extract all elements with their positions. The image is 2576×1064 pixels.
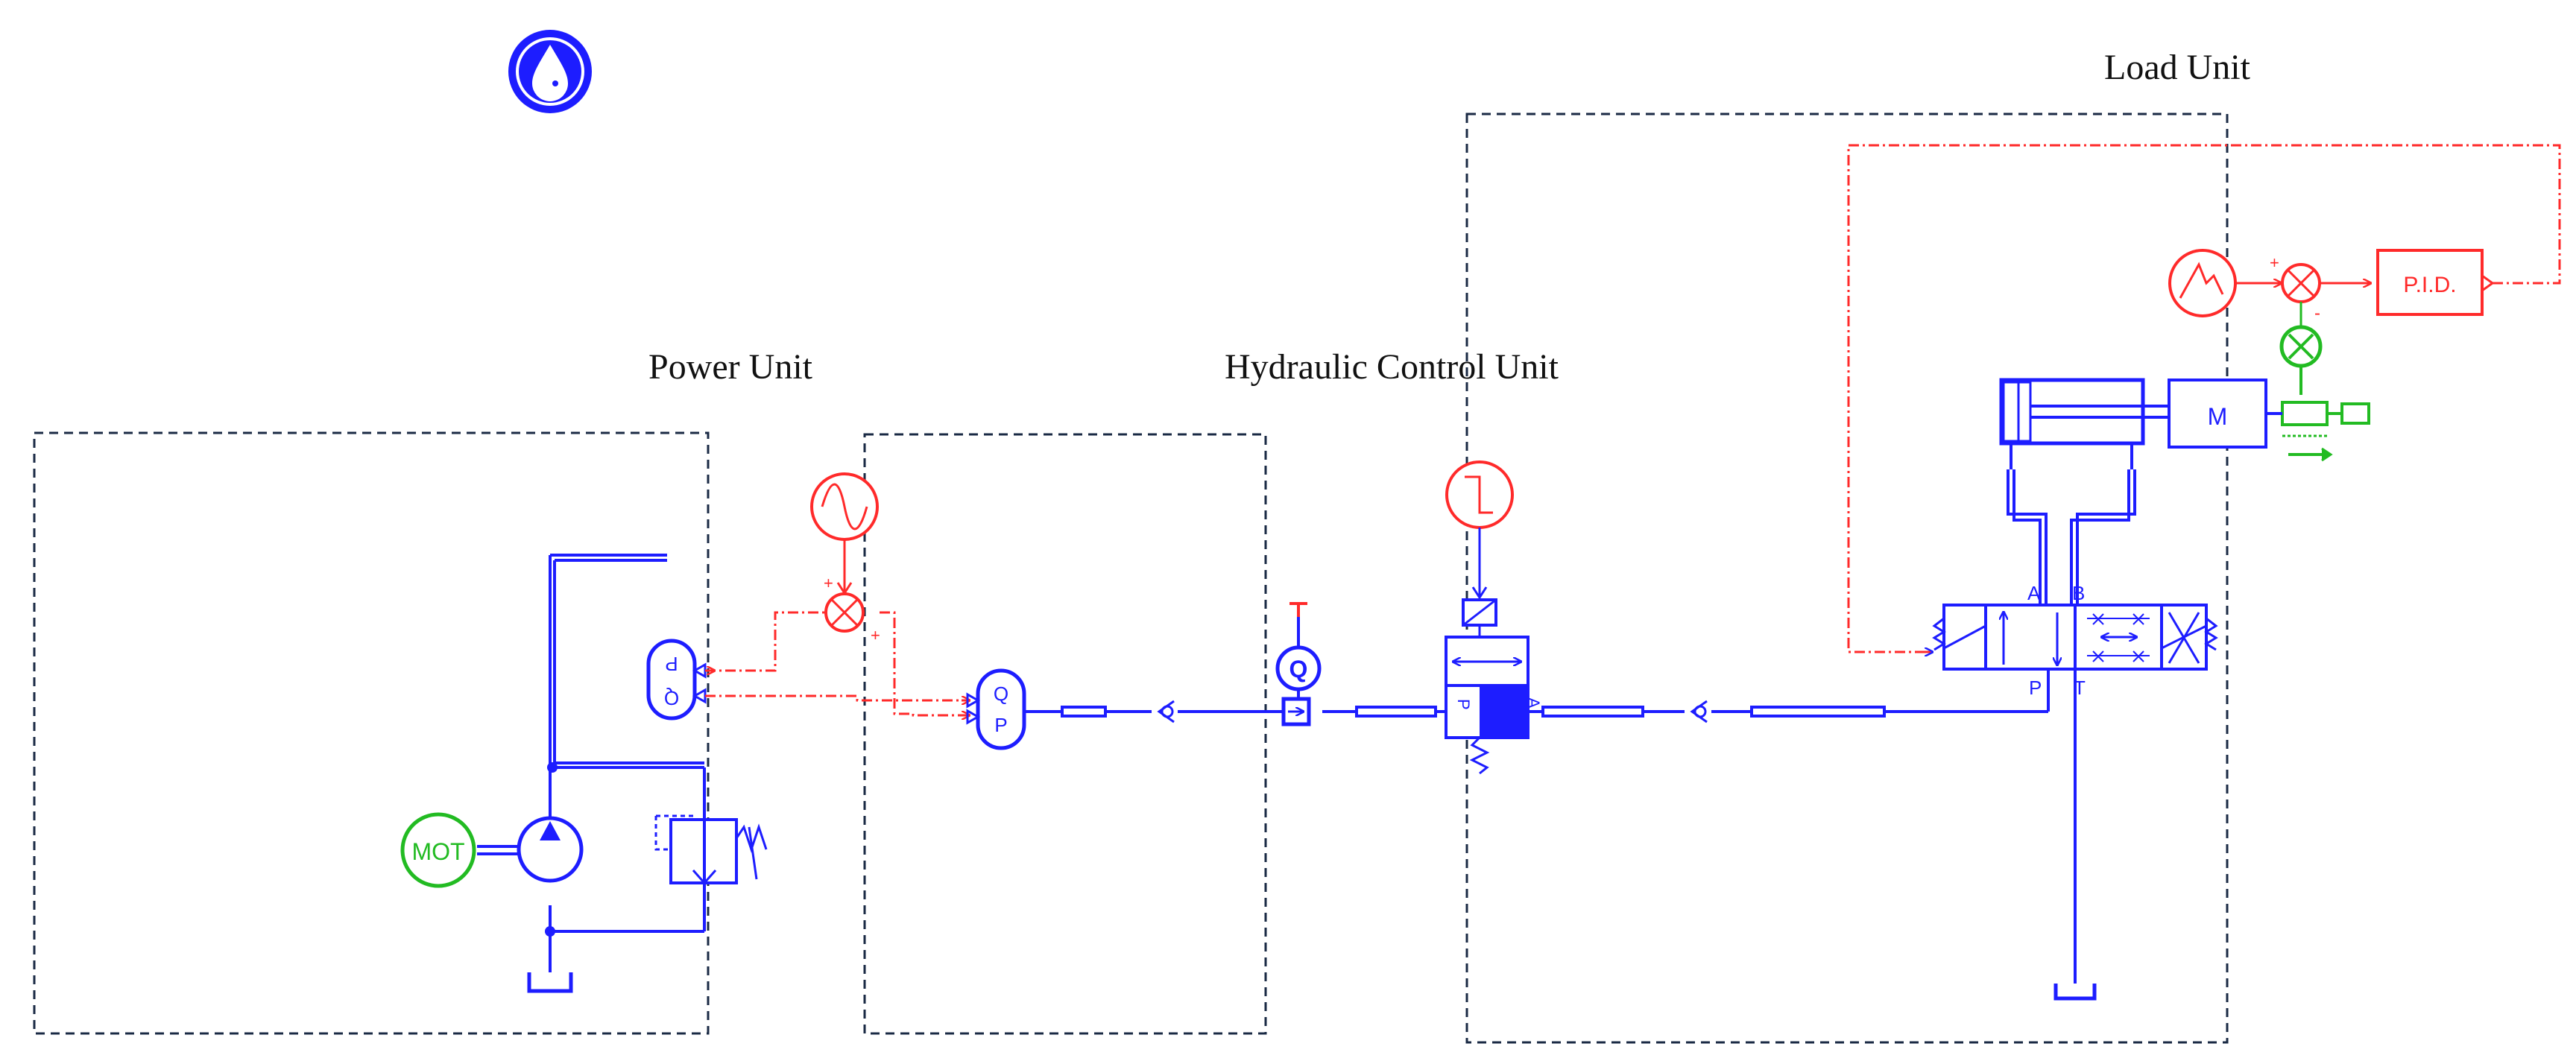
control-signal-line [1847,144,2561,653]
sum-plus-label: + [871,626,880,645]
directional-control-valve[interactable]: A B P T [1932,582,2218,699]
pump-icon [517,816,584,883]
flow-sensor[interactable]: Q [1275,602,1322,726]
hydraulic-pump[interactable] [477,816,584,883]
summing-junction-icon: + - [2270,253,2370,327]
valve-port-a-label: A [1524,697,1543,709]
step-source-icon[interactable] [1445,460,1514,600]
check-valve-icon [1690,700,1708,723]
sine-source-icon[interactable] [810,472,879,595]
flow-pressure-sensor[interactable]: Q P [966,668,1026,750]
pid-label: P.I.D. [2403,273,2456,297]
sum-plus-label: + [824,574,833,592]
signal-lines-power [705,611,969,717]
dcv-port-a-label: A [2027,582,2041,604]
motor-icon [400,812,476,888]
tank-icon [527,972,573,993]
sensor-pq-bottom-label: P [994,714,1007,736]
relief-valve-icon[interactable] [654,814,768,885]
sum-minus-label: - [2314,303,2320,323]
dcv-port-p-label: P [2029,677,2042,699]
junction-node [547,762,558,773]
cylinder-lines [2007,469,2136,605]
electric-motor[interactable]: MOT [400,812,476,888]
position-sensor[interactable] [2279,325,2370,462]
pid-controller-icon[interactable]: P.I.D. [2376,249,2495,316]
flow-sensor-label: Q [1289,656,1308,683]
valve-port-p-label: P [1454,699,1473,710]
proportional-valve[interactable]: P A [1445,598,1543,775]
control-unit-boundary [863,433,1267,1035]
control-unit-title: Hydraulic Control Unit [1225,347,1559,387]
load-unit-boundary [1465,113,2229,1044]
cylinder-icon[interactable] [1999,378,2169,469]
sensor-bottom-label: Q [664,687,679,709]
main-pressure-line [1024,669,2050,718]
load-mass[interactable]: M [2168,379,2281,449]
summing-junction-icon: + + [824,574,880,645]
check-valve-icon [1157,700,1175,723]
mass-label: M [2208,403,2228,430]
motor-label: MOT [411,838,464,865]
junction-node [545,926,555,937]
fluid-drop-icon[interactable] [508,30,592,113]
power-unit-title: Power Unit [648,347,813,387]
sensor-pq-top-label: Q [994,683,1008,705]
sum-plus-label: + [2270,253,2279,272]
ramp-source-icon[interactable] [2168,249,2281,317]
sensor-top-label: P [665,653,678,675]
return-line [2053,669,2097,1001]
pressure-flow-sensor[interactable]: P Q [646,639,707,721]
power-unit-circuit [549,554,706,972]
power-unit-boundary [33,431,710,1035]
load-unit-title: Load Unit [2104,48,2251,87]
